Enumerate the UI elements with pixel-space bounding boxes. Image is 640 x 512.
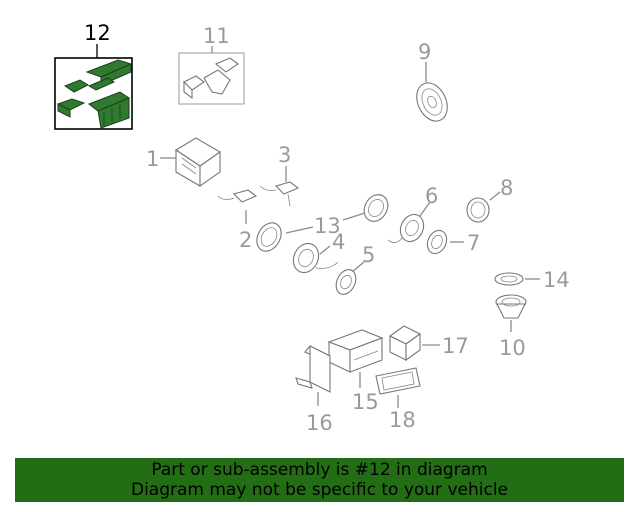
part-8-grille [466,197,490,223]
part-14-group[interactable]: 14 [494,268,570,292]
part-1-group[interactable]: 1 [146,137,222,188]
banner-line-1: Part or sub-assembly is #12 in diagram [151,460,488,480]
callout-17[interactable]: 17 [442,334,469,358]
callout-3[interactable]: 3 [278,143,291,167]
info-banner: Part or sub-assembly is #12 in diagram D… [15,458,624,502]
callout-16[interactable]: 16 [306,411,333,435]
part-17-group[interactable]: 17 [388,325,469,362]
callout-2[interactable]: 2 [239,228,252,252]
part-9-group[interactable]: 9 [411,40,453,126]
part-5-speaker [335,269,357,295]
part-7-group[interactable]: 7 [424,227,481,256]
callout-13[interactable]: 13 [314,214,341,238]
callout-18[interactable]: 18 [389,408,416,432]
part-12-bracket-side [57,103,71,118]
callout-4[interactable]: 4 [332,230,345,254]
callout-9[interactable]: 9 [418,40,431,64]
part-12-module-side [97,97,130,129]
part-2-tweeter [232,189,258,203]
callout-8[interactable]: 8 [500,176,513,200]
part-12-cover [87,77,116,91]
part-14-grille [494,272,524,286]
callout-10[interactable]: 10 [499,336,526,360]
callout-7[interactable]: 7 [467,231,480,255]
part-13-grille-right [363,194,389,222]
part-12-clip [63,79,90,93]
part-11-piece-b [203,69,231,95]
part-13-grille-left [256,222,282,252]
callout-12[interactable]: 12 [84,21,111,45]
parts-diagram: 12 11 9 1 3 2 [54,21,570,435]
banner-line-2: Diagram may not be specific to your vehi… [130,480,508,500]
part-18-group[interactable]: 18 [375,367,421,432]
part-3-group[interactable]: 3 [259,143,300,207]
part-5-group[interactable]: 5 [332,243,375,298]
part-10-group[interactable]: 10 [495,294,527,360]
part-8-group[interactable]: 8 [466,176,513,223]
part-16-bracket-body [309,345,331,393]
part-11-group[interactable]: 11 [178,24,245,105]
part-18-bezel [375,367,421,395]
part-13-group[interactable]: 13 [252,190,393,255]
callout-15[interactable]: 15 [352,390,379,414]
part-4-speaker [292,242,320,274]
callout-6[interactable]: 6 [425,184,438,208]
part-2-group[interactable]: 2 [217,189,258,252]
callout-5[interactable]: 5 [362,243,375,267]
part-12-group[interactable]: 12 [54,21,133,130]
part-6-speaker [399,213,425,243]
part-16-group[interactable]: 16 [295,345,333,435]
part-15-group[interactable]: 15 [327,329,384,414]
part-4-group[interactable]: 4 [289,230,346,277]
part-6-group[interactable]: 6 [387,184,438,245]
part-9-speaker [416,82,448,122]
part-7-speaker [426,229,448,255]
callout-1[interactable]: 1 [146,147,159,171]
callout-14[interactable]: 14 [543,268,570,292]
callout-11[interactable]: 11 [203,24,230,48]
part-3-tweeter [274,181,300,195]
part-11-piece-c [214,57,239,73]
